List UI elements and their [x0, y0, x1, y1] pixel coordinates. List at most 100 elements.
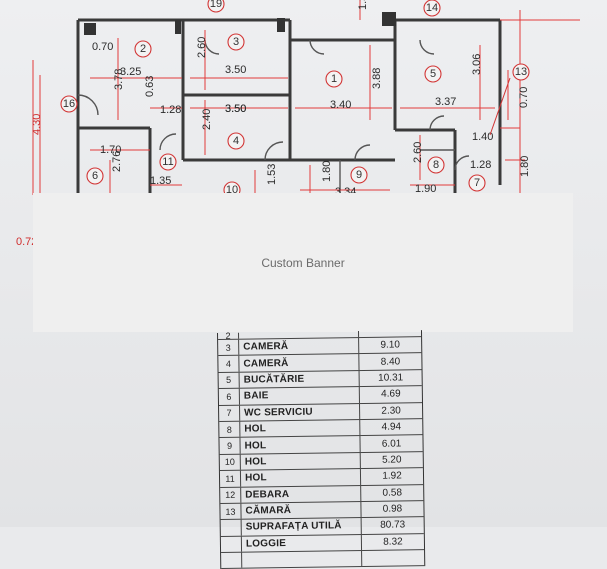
room-marker-1: 1: [325, 70, 343, 88]
floor-plan-drawing: 0.70 3.25 3.78 2.60 3.50 3.50 1.30 3.40 …: [31, 0, 580, 199]
svg-text:4: 4: [233, 135, 239, 147]
svg-text:1.30: 1.30: [357, 0, 369, 10]
room-name: HOL: [240, 452, 361, 470]
svg-text:0.70: 0.70: [518, 87, 530, 108]
svg-text:13: 13: [515, 66, 527, 78]
room-marker-13: 13: [512, 63, 530, 81]
svg-text:3.50: 3.50: [225, 103, 246, 115]
room-marker-11: 11: [159, 153, 177, 171]
svg-text:9: 9: [356, 169, 362, 181]
row-number: 10: [219, 454, 241, 471]
room-marker-7: 7: [468, 174, 486, 192]
svg-text:1.90: 1.90: [415, 183, 436, 195]
svg-text:2.40: 2.40: [201, 109, 213, 130]
room-markers: 1 2 3 4 5 6 7 8 9 10 11 13 14 16 19: [60, 0, 530, 199]
room-marker-14: 14: [423, 0, 441, 17]
row-number: 12: [220, 487, 242, 503]
row-number: 5: [218, 372, 240, 389]
room-area: 4.69: [381, 388, 401, 401]
svg-text:6: 6: [92, 170, 98, 182]
room-marker-9: 9: [350, 166, 368, 184]
area-table: 2 3 CAMERĂ 9.10 4 CAMERĂ 8.40 5 BUCĂTĂRI…: [217, 330, 426, 569]
room-name: BUCĂTĂRIE: [239, 370, 360, 388]
svg-text:3.06: 3.06: [471, 54, 483, 75]
room-name: DEBARA: [241, 485, 362, 503]
svg-text:1.80: 1.80: [321, 161, 333, 182]
room-area: [362, 550, 424, 566]
custom-banner[interactable]: Custom Banner: [33, 193, 573, 332]
row-number: [220, 536, 243, 553]
room-marker-3: 3: [227, 33, 245, 51]
svg-text:5: 5: [430, 68, 436, 80]
svg-text:4.30: 4.30: [31, 114, 43, 135]
svg-text:2.76: 2.76: [111, 151, 123, 172]
svg-text:3.50: 3.50: [225, 103, 246, 115]
svg-text:1: 1: [331, 73, 337, 85]
row-number: 6: [218, 388, 240, 405]
svg-text:14: 14: [426, 2, 438, 14]
svg-text:3.50: 3.50: [225, 64, 246, 76]
room-area: 2.30: [381, 405, 401, 417]
room-name: CAMERĂ: [239, 354, 360, 372]
svg-text:0.63: 0.63: [144, 76, 156, 97]
svg-text:1.80: 1.80: [519, 156, 531, 177]
room-name: HOL: [240, 469, 362, 487]
table-row: [221, 550, 425, 569]
room-marker-4: 4: [227, 132, 245, 150]
room-area: 0.98: [382, 503, 403, 515]
leader-line: [489, 77, 511, 136]
svg-text:1.35: 1.35: [150, 175, 171, 187]
svg-text:3.78: 3.78: [113, 69, 125, 90]
room-name: CAMERĂ: [239, 338, 360, 356]
row-number: 2: [217, 331, 240, 341]
room-marker-5: 5: [424, 65, 442, 83]
room-area: 4.94: [381, 421, 402, 433]
svg-text:2.60: 2.60: [412, 142, 424, 163]
room-name: BAIE: [239, 387, 360, 405]
svg-text:3: 3: [233, 36, 239, 48]
room-area: 6.01: [381, 437, 402, 450]
svg-text:1.40: 1.40: [472, 131, 493, 143]
row-number: 4: [218, 356, 240, 372]
room-marker-19: 19: [207, 0, 225, 13]
room-marker-6: 6: [86, 167, 104, 185]
room-area: 8.32: [383, 536, 403, 548]
svg-text:2: 2: [140, 43, 146, 55]
svg-text:1.28: 1.28: [160, 104, 181, 116]
room-name: [242, 551, 363, 569]
room-marker-16: 16: [60, 95, 78, 113]
svg-text:1.70: 1.70: [100, 144, 121, 156]
room-area: 80.73: [380, 519, 406, 532]
room-area: 5.20: [381, 454, 402, 466]
svg-text:16: 16: [63, 98, 75, 110]
room-marker-8: 8: [427, 156, 445, 174]
svg-text:3.37: 3.37: [435, 96, 456, 108]
row-number: [221, 552, 243, 569]
svg-text:7: 7: [474, 177, 480, 189]
svg-text:1.53: 1.53: [266, 164, 278, 185]
row-number: [220, 519, 242, 536]
row-number: 8: [219, 421, 241, 438]
svg-text:8: 8: [433, 159, 439, 171]
dimension-labels: 0.70 3.25 3.78 2.60 3.50 3.50 1.30 3.40 …: [31, 0, 531, 198]
svg-text:1.28: 1.28: [470, 159, 491, 171]
row-number: 7: [219, 405, 241, 421]
room-name: CĂMARĂ: [241, 501, 362, 519]
room-area: 0.58: [382, 487, 403, 499]
svg-text:2.60: 2.60: [196, 37, 208, 58]
room-area: 1.92: [382, 470, 402, 483]
svg-text:3.88: 3.88: [371, 68, 383, 89]
room-area: 9.10: [380, 339, 400, 351]
room-name: LOGGIE: [241, 534, 363, 552]
room-area: 10.31: [378, 372, 404, 384]
room-area: 8.40: [380, 356, 401, 368]
svg-text:3.40: 3.40: [330, 99, 351, 111]
room-area: [359, 330, 421, 337]
svg-text:3.25: 3.25: [120, 66, 141, 78]
walls: [76, 12, 502, 195]
svg-text:19: 19: [210, 0, 222, 10]
room-marker-2: 2: [134, 40, 152, 58]
room-name: HOL: [240, 436, 361, 454]
dimension-lines: [32, 0, 580, 195]
banner-text: Custom Banner: [261, 255, 345, 270]
